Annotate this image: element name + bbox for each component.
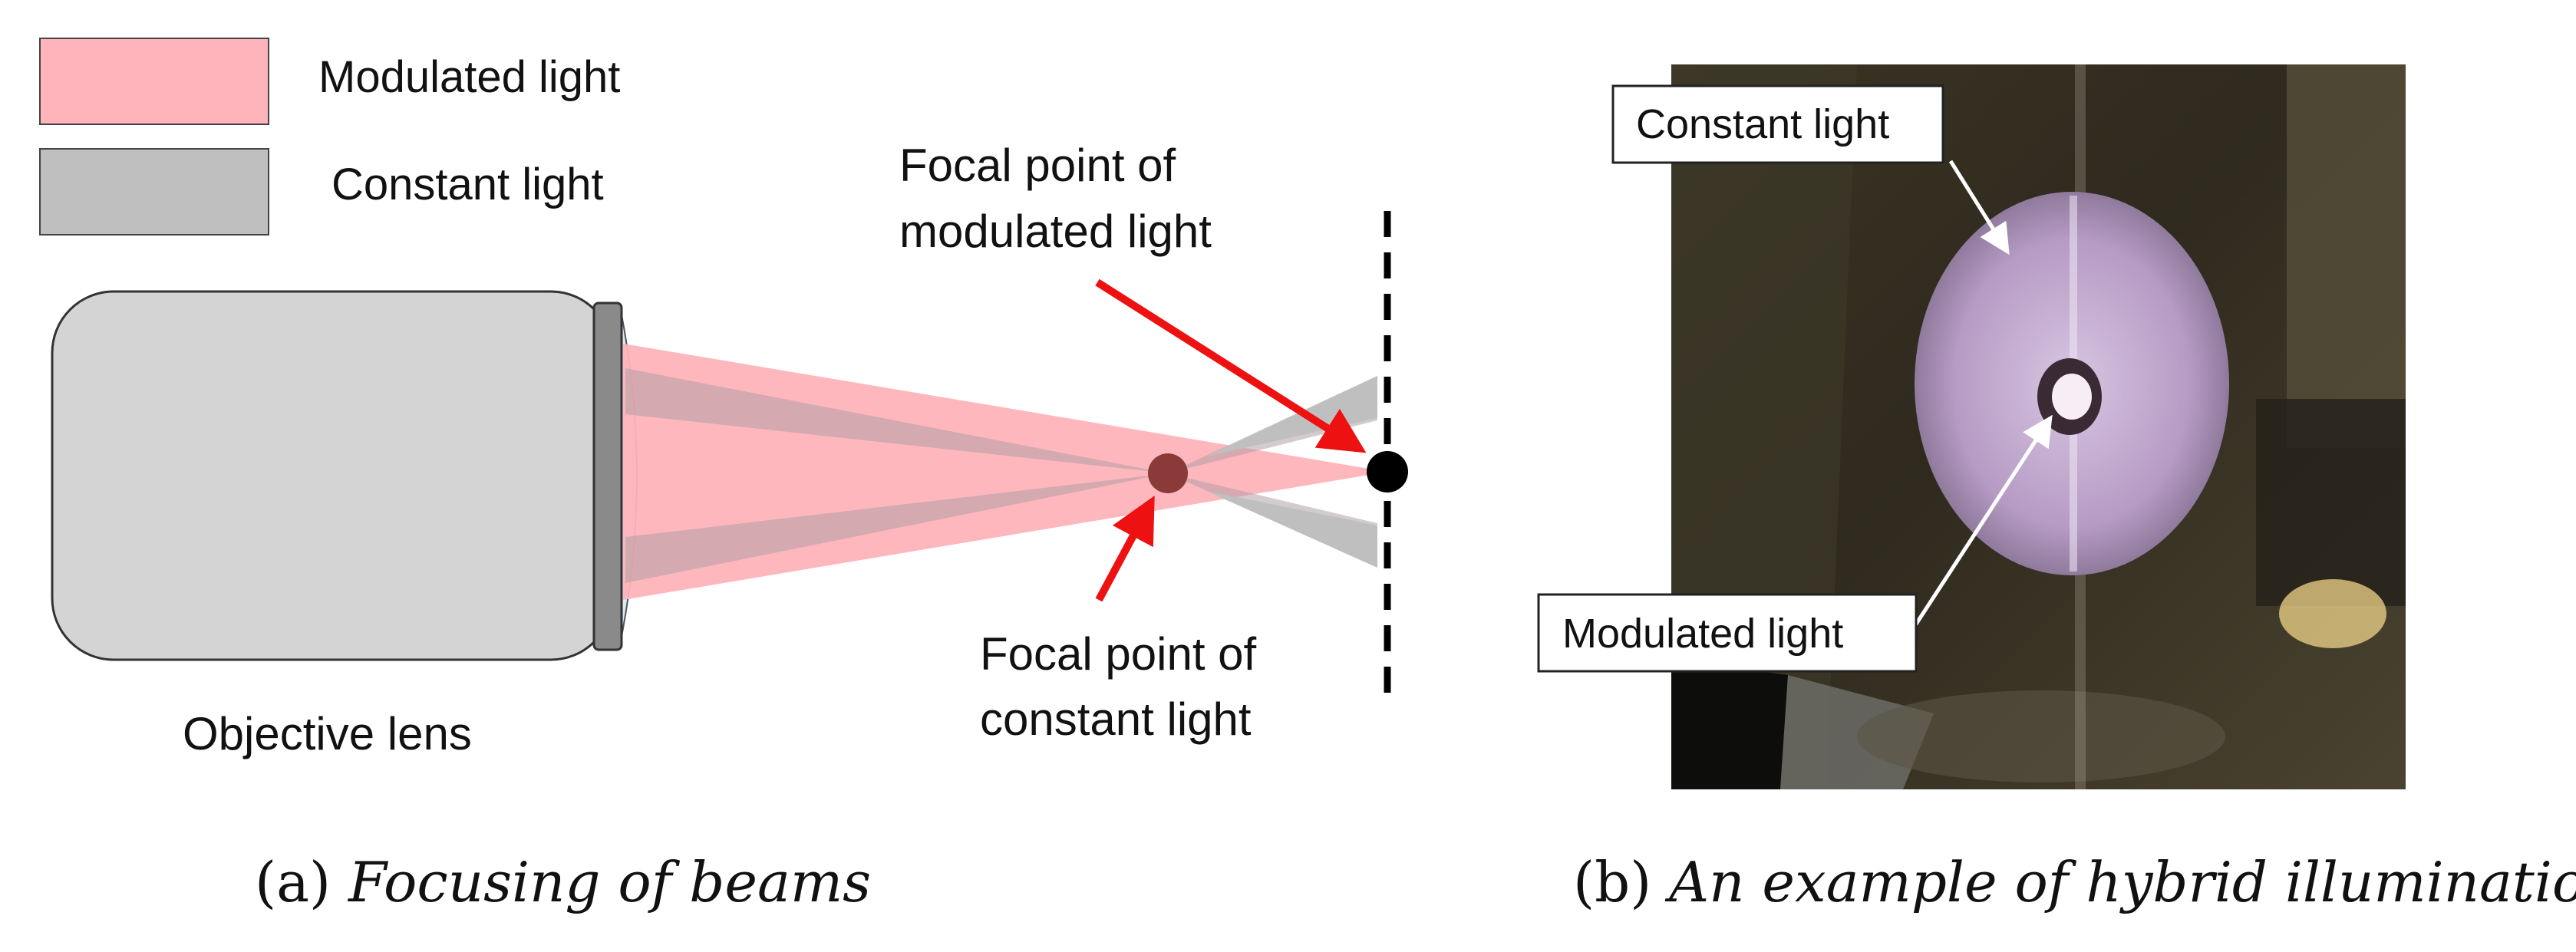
arrow-to-constant-focus xyxy=(1095,496,1155,602)
legend-modulated-label: Modulated light xyxy=(318,52,620,102)
focal-modulated-label-line1: Focal point of xyxy=(899,140,1176,191)
focal-constant-label-line1: Focal point of xyxy=(980,628,1257,680)
legend-constant-label: Constant light xyxy=(331,160,604,209)
focal-constant-label-line2: constant light xyxy=(980,693,1252,745)
arrow-to-modulated-spot xyxy=(1913,414,2053,627)
lens-body xyxy=(51,290,614,661)
focal-modulated-label-line2: modulated light xyxy=(899,206,1212,257)
legend-modulated-swatch xyxy=(39,38,269,125)
caption-a: (a) Focusing of beams xyxy=(255,850,871,914)
constant-light-beam-upper xyxy=(625,368,1377,473)
legend-constant-swatch xyxy=(39,148,269,236)
callout-constant-light-text: Constant light xyxy=(1636,101,1889,147)
constant-light-beam-upper-outside xyxy=(1206,376,1377,456)
arrow-to-constant-spot xyxy=(1948,160,2010,255)
constant-light-beam-lower-outside xyxy=(1206,491,1377,568)
lens-ring xyxy=(592,301,623,651)
caption-b-title: An example of hybrid illumination xyxy=(1664,850,2576,914)
caption-a-title: Focusing of beams xyxy=(347,850,871,914)
modulated-light-beam xyxy=(623,344,1387,600)
objective-lens xyxy=(51,290,638,661)
constant-light-beam-lower xyxy=(625,473,1377,583)
caption-a-prefix: (a) xyxy=(255,850,348,914)
callout-modulated-light: Modulated light xyxy=(1537,593,1918,673)
callout-modulated-light-text: Modulated light xyxy=(1562,611,1843,657)
arrow-to-modulated-focus xyxy=(1095,278,1367,453)
caption-b-prefix: (b) xyxy=(1573,850,1669,914)
caption-b: (b) An example of hybrid illumination xyxy=(1573,850,2576,914)
callout-constant-light: Constant light xyxy=(1611,84,1944,164)
focal-point-constant xyxy=(1148,453,1188,493)
hybrid-illumination-photo xyxy=(1671,64,2406,789)
focal-point-modulated xyxy=(1367,451,1408,492)
objective-lens-label: Objective lens xyxy=(183,708,472,759)
